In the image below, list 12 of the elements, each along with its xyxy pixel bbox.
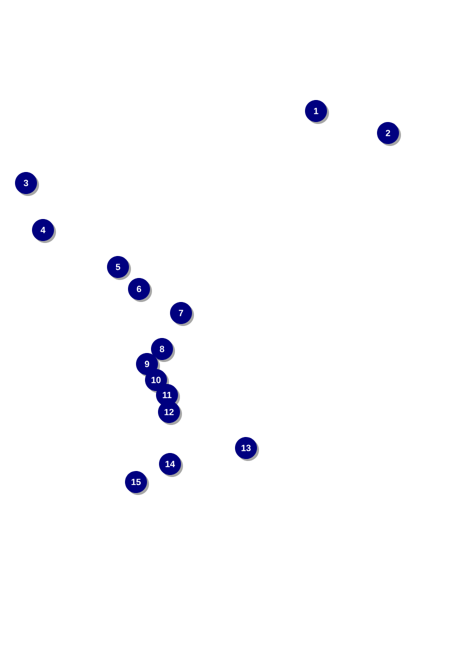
callout-number: 2 bbox=[377, 122, 401, 146]
callout-number: 6 bbox=[128, 278, 152, 302]
callout-number: 3 bbox=[15, 172, 39, 196]
callout-number: 1 bbox=[305, 100, 329, 124]
callout-number: 14 bbox=[159, 453, 183, 477]
callout-number: 5 bbox=[107, 256, 131, 280]
callout-number: 7 bbox=[170, 302, 194, 326]
callout-number: 15 bbox=[125, 471, 149, 495]
callout-number: 8 bbox=[151, 338, 175, 362]
callout-number: 12 bbox=[158, 401, 182, 425]
callout-number: 13 bbox=[235, 437, 259, 461]
callout-number: 4 bbox=[32, 219, 56, 243]
